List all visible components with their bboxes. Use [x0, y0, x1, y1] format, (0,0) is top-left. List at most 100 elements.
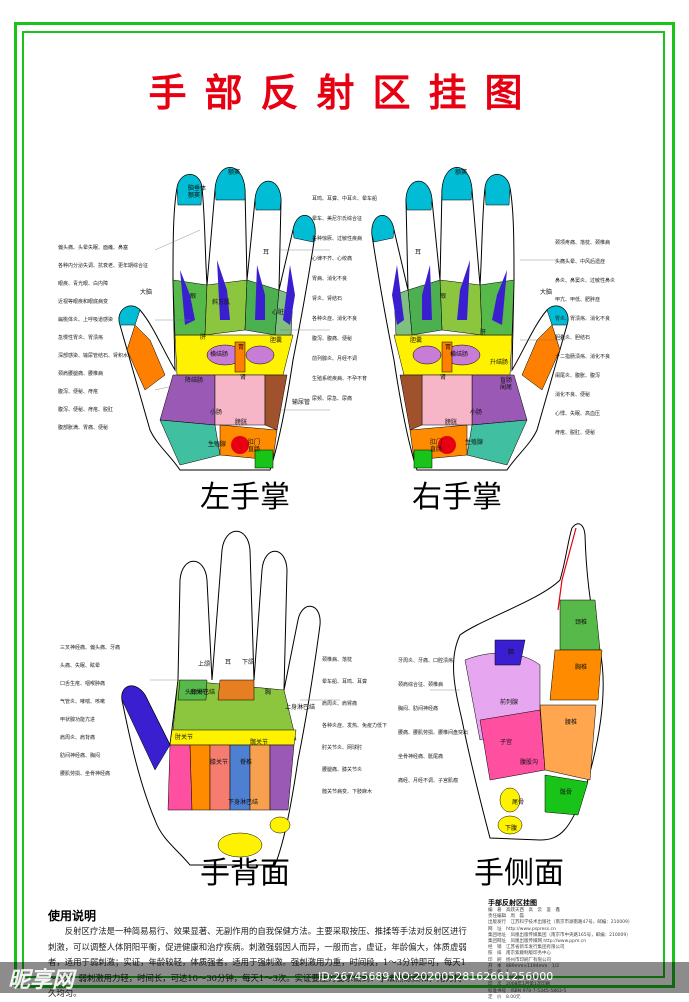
annotation-text: 腰肌劳损、坐骨神经痛 — [60, 771, 111, 777]
watermark-logo: 昵享网 — [8, 968, 75, 993]
right-palm-diagram — [371, 167, 569, 471]
publisher-line: 出版发行 江苏科学技术出版社（南京市湖南路47号，邮编：210009） — [488, 920, 633, 926]
annotation-text: 晕车、美尼尔氏综合征 — [312, 216, 363, 222]
zone-label: 耳 — [225, 659, 232, 666]
annotation-text: 胃炎、胃溃疡、消化不良 — [555, 316, 611, 322]
annotation-text: 腰腿痛、膝关节炎 — [322, 767, 363, 773]
zone-label: 额窦 — [228, 169, 241, 176]
annotation-text: 胸闷、肋间神经痛 — [398, 706, 439, 712]
zone-label: 降结肠 — [185, 377, 204, 384]
publisher-line: 开 本 889mm×1194mm 1/2 — [488, 963, 560, 969]
zone-label: 胆囊 — [410, 337, 423, 344]
annotation-text: 腹泻、腹痛、便秘 — [312, 336, 353, 342]
annotation-text: 消化不良、便秘 — [555, 392, 591, 398]
zone-label: 前列腺 — [500, 699, 519, 706]
zone-label: 膀胱 — [235, 419, 248, 426]
zone-label: 肾 — [440, 374, 447, 381]
zone-label: 心脏 — [272, 309, 285, 316]
zone-label: 升结肠 — [490, 359, 509, 366]
annotation-text: 生殖系统疾病、不孕不育 — [312, 376, 368, 382]
back-diagram — [121, 530, 321, 866]
leader-lines — [150, 229, 565, 701]
zone-label: 大脑 — [140, 289, 153, 296]
zone-label: 眼 — [190, 293, 197, 300]
zone-label: 下腹 — [505, 825, 518, 832]
publisher-line: 标准书号 ISBN 978-7-5345-5863-5 — [488, 988, 567, 994]
zone-label: 膝关节 — [210, 759, 229, 766]
zone-label: 生殖腺 — [465, 439, 484, 446]
zone-label: 髋关节 — [250, 739, 269, 746]
zone-label: 斜方肌 — [212, 299, 231, 306]
publisher-line: 定 价 8.00元 — [488, 994, 521, 1000]
annotation-text: 阑尾炎、腹胀、腹泻 — [555, 373, 601, 379]
publisher-title: 手部反射区挂图 — [488, 899, 537, 907]
annotation-text: 鼻炎、鼻窦炎、过敏性鼻炎 — [555, 278, 616, 284]
zone-label: 胸椎 — [575, 664, 588, 671]
inner-frame — [22, 31, 665, 978]
publisher-line: 照 排 南京紫藤制版印务中心 — [488, 951, 551, 957]
zone-label: 腰椎 — [565, 719, 578, 726]
annotation-text: 痔疮、脱肛、便秘 — [555, 430, 596, 436]
watermark-bar — [0, 962, 689, 993]
annotation-text: 心悸、失眠、高血压 — [555, 411, 601, 417]
annotation-text: 气管炎、哮喘、咳嗽 — [60, 699, 106, 705]
zone-label: 上身淋巴结 — [285, 704, 316, 711]
zone-label: 胃 — [445, 344, 452, 351]
annotation-text: 髋关节病变、下肢麻木 — [322, 789, 373, 795]
zone-label: 骶骨 — [560, 789, 573, 796]
zone-label: 子宫 — [500, 739, 513, 746]
annotation-text: 尿频、尿急、尿痛 — [312, 396, 353, 402]
zone-label: 胸 — [265, 689, 272, 696]
publisher-line: 集团地址 凤凰出版传媒集团（南京市中央路165号，邮编：210009） — [488, 932, 631, 938]
caption-side: 手侧面 — [474, 856, 564, 891]
publisher-line: 印 次 2008年1月第1次印刷 — [488, 982, 551, 988]
zone-label: 脑垂体 — [188, 185, 207, 192]
zone-label: 脊椎 — [240, 759, 253, 766]
zone-label: 膈 — [508, 649, 515, 656]
annotation-text: 眼疾、青光眼、白内障 — [58, 281, 109, 287]
watermark-id: ID:26745689 NO:20200528162661256000 — [318, 970, 554, 983]
zone-label: 尾骨 — [512, 799, 525, 806]
annotation-text: 肩周炎、肩背痛 — [60, 735, 96, 741]
annotation-text: 三叉神经痛、偏头痛、牙痛 — [60, 645, 121, 651]
publisher-line: 网 址 http://www.pspress.cn — [488, 926, 556, 932]
zone-label: 下身淋巴结 — [228, 799, 259, 806]
side-diagram — [453, 523, 604, 841]
annotation-text: 胃病、消化不良 — [312, 276, 348, 282]
usage-heading: 使用说明 — [48, 909, 97, 923]
zone-label: 横结肠 — [210, 351, 229, 358]
publisher-line: 编 著 高跃天西 高 云 鉴 鑫 — [488, 908, 560, 913]
annotation-text: 腹部胀满、胃痛、便秘 — [58, 425, 109, 431]
zone-label: 横结肠 — [450, 351, 469, 358]
annotation-text: 肋间神经痛、胸闷 — [60, 753, 101, 759]
annotation-text: 前列腺炎、月经不调 — [312, 356, 358, 362]
annotation-text: 胆囊炎、胆结石 — [555, 335, 591, 341]
zone-label: 耳 — [263, 249, 270, 256]
caption-right-palm: 右手掌 — [412, 480, 502, 515]
zone-label: 肘关节 — [175, 734, 194, 741]
zone-label: 直肠 — [248, 446, 261, 453]
annotation-text: 甲状腺功能亢进 — [60, 717, 96, 723]
annotation-text: 各种惊厥、过敏性疾病 — [312, 236, 363, 242]
annotation-text: 腹泻、便秘、痔疮 — [58, 389, 99, 395]
zone-label: 上颌 — [198, 661, 211, 668]
zone-label: 耳 — [415, 249, 422, 256]
annotation-text: 头痛头晕、中风后遗症 — [555, 259, 606, 265]
publisher-line: 经 销 江苏省新华发行集团有限公司 — [488, 945, 565, 951]
publisher-line: 集团网址 凤凰出版传媒网 http://www.ppm.cn — [488, 939, 587, 945]
annotation-text: 急慢性胃炎、胃溃疡 — [58, 335, 104, 341]
annotation-text: 晕车船、耳鸣、耳聋 — [322, 679, 368, 685]
zone-label: 输尿管 — [292, 399, 311, 406]
annotation-text: 偏头痛、头晕失眠、面瘫、鼻塞 — [58, 245, 129, 251]
annotation-text: 肩周炎、肩臂痛 — [322, 701, 358, 707]
zone-label: 肛门 — [430, 439, 443, 446]
annotation-text: 各种内分泌失调、抗衰老、更年期综合征 — [58, 263, 149, 269]
annotation-text: 坐骨神经痛、骶尾痛 — [398, 754, 444, 760]
annotation-text: 痛经、月经不调、子宫肌瘤 — [398, 778, 459, 784]
zone-label: 颈椎 — [575, 619, 588, 626]
publisher-info: 编 著 高跃天西 高 云 鉴 鑫责任编辑 周 磊出版发行 江苏科学技术出版社（南… — [488, 908, 658, 1001]
zone-label: 眼 — [440, 293, 447, 300]
zone-label: 小肠 — [210, 409, 223, 416]
caption-left-palm: 左手掌 — [200, 480, 290, 515]
zone-label: 小肠 — [470, 409, 483, 416]
